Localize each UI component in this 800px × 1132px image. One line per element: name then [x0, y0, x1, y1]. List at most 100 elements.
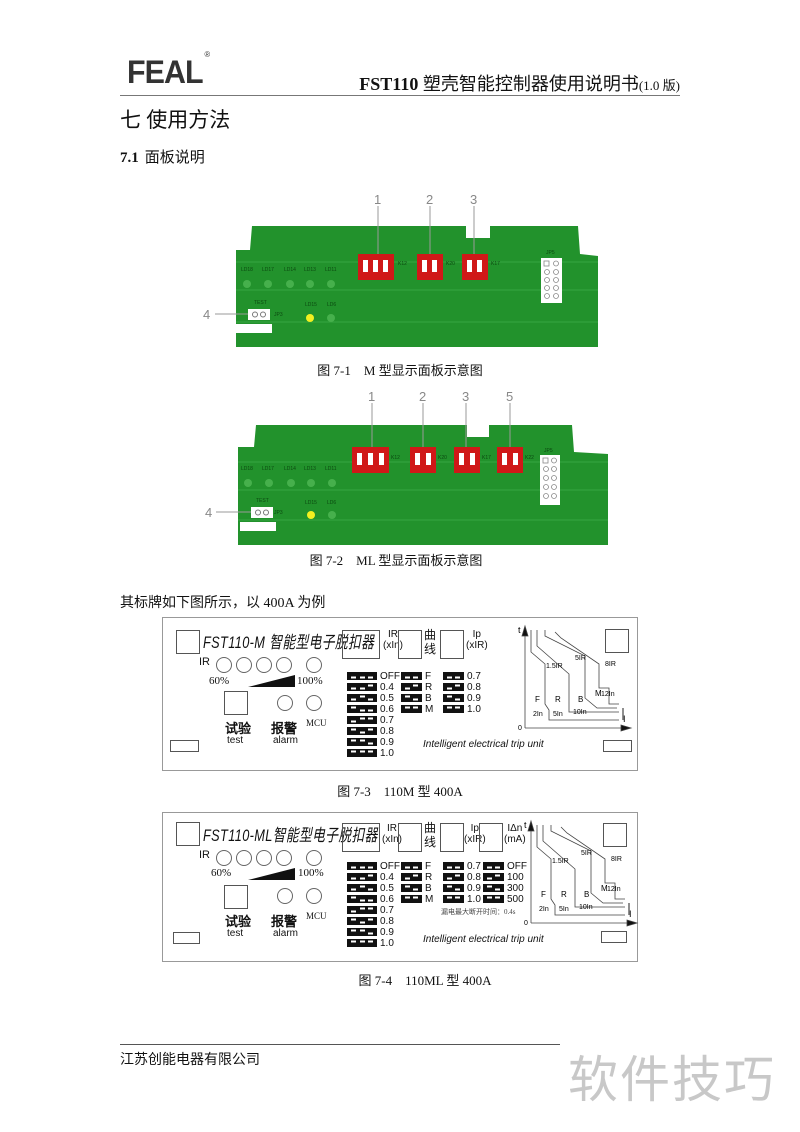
- svg-text:LD13: LD13: [304, 267, 316, 273]
- ramp-indicator: [248, 675, 295, 687]
- alarm-led: [277, 695, 293, 711]
- switch-value-label: F: [425, 670, 432, 682]
- dip-switch-icon: [347, 884, 377, 892]
- led: [286, 280, 294, 288]
- svg-text:LD11: LD11: [325, 267, 337, 273]
- switch-value-label: B: [425, 692, 432, 704]
- switch-value-label: 1.0: [380, 937, 394, 949]
- switch-value-label: 1.0: [380, 747, 394, 759]
- dip-switch-icon: [347, 694, 377, 702]
- led-lit: [306, 314, 314, 322]
- curve-label-m: M: [601, 884, 608, 893]
- nameplate-110m: FST110-M 智能型电子脱扣器 IR 60% 100% 试验 test 报警…: [162, 617, 638, 771]
- svg-text:LD17: LD17: [262, 267, 274, 273]
- test-jumper: [248, 309, 270, 320]
- curve-label-n1: 2In: [533, 711, 543, 718]
- curve-label-n3: 10In: [579, 904, 593, 911]
- dip-switch-icon: [443, 873, 464, 881]
- curve-label-l2: 5IR: [575, 655, 586, 662]
- switch-value-label: 0.9: [380, 926, 394, 938]
- curve-label-f: F: [535, 695, 540, 704]
- switch-value-label: OFF: [380, 860, 400, 872]
- mcu-led: [306, 695, 322, 711]
- switch-value-label: M: [425, 893, 434, 905]
- test-button[interactable]: [224, 885, 248, 909]
- curve-label-n1: 2In: [539, 906, 549, 913]
- svg-text:K12: K12: [398, 261, 407, 267]
- curve-label-n4: 12In: [601, 691, 615, 698]
- test-button[interactable]: [224, 691, 248, 715]
- callout-4: 4: [205, 505, 212, 520]
- switch-setting-row: 0.8: [347, 916, 394, 927]
- switch-setting-row: M: [401, 893, 434, 905]
- switch-value-label: 0.4: [380, 871, 394, 883]
- led: [264, 280, 272, 288]
- switch-value-label: 0.7: [380, 904, 394, 916]
- dip-switch-3: [454, 447, 480, 473]
- curve-label-l1: 1.5IR: [552, 858, 569, 865]
- curve-label-zero: 0: [524, 920, 528, 927]
- switch-value-label: 300: [507, 882, 524, 894]
- curve-label-t: t: [518, 625, 521, 635]
- dip-switch-icon: [401, 694, 422, 702]
- switch-setting-row: 0.4: [347, 682, 394, 693]
- nameplate-110ml: FST110-ML智能型电子脱扣器 IR 60% 100% 试验 test 报警…: [162, 812, 639, 962]
- switch-value-label: R: [425, 871, 433, 883]
- switch-setting-row: OFF: [483, 861, 527, 872]
- svg-text:LD18: LD18: [241, 466, 253, 472]
- switch-value-label: 0.9: [467, 692, 481, 704]
- dip-switch-icon: [347, 917, 377, 925]
- svg-text:LD15: LD15: [305, 500, 317, 506]
- curve-label-t: t: [524, 820, 527, 830]
- svg-text:JP3: JP3: [274, 312, 283, 318]
- switch-value-label: R: [425, 681, 433, 693]
- switch-value-label: M: [425, 703, 434, 715]
- dip-switch-icon: [401, 862, 422, 870]
- connector-jp5: [540, 455, 560, 505]
- switch-setting-row: 1.0: [443, 894, 481, 905]
- svg-text:LD14: LD14: [284, 267, 296, 273]
- svg-text:K17: K17: [491, 261, 500, 267]
- callout-3: 3: [470, 192, 477, 207]
- switch-setting-row: 1.0: [347, 937, 394, 949]
- switch-setting-row: 0.7: [443, 861, 481, 872]
- switch-setting-row: R: [401, 681, 433, 693]
- dip-switch-icon: [347, 928, 377, 936]
- switch-setting-row: 0.8: [347, 726, 394, 737]
- dip-switch-icon: [347, 716, 377, 724]
- svg-text:LD18: LD18: [241, 267, 253, 273]
- dip-switch-icon: [347, 672, 377, 680]
- dip-switch-1: [352, 447, 389, 473]
- curve-label-l2: 5IR: [581, 850, 592, 857]
- dip-switch-icon: [401, 683, 422, 691]
- dip-switch-icon: [401, 705, 422, 713]
- nameplate-title: FST110-M 智能型电子脱扣器: [203, 633, 375, 652]
- svg-text:JP5: JP5: [544, 448, 553, 454]
- curve-label-r: R: [561, 890, 567, 899]
- dip-switch-icon: [347, 873, 377, 881]
- dip-switch-icon: [443, 683, 464, 691]
- switch-setting-row: B: [401, 692, 432, 704]
- dip-switch-icon: [443, 884, 464, 892]
- dip-switch-icon: [347, 895, 377, 903]
- dip-switch-icon: [443, 705, 464, 713]
- curve-label-l1: 1.5IR: [546, 663, 563, 670]
- callout-2: 2: [419, 389, 426, 404]
- svg-text:LD11: LD11: [325, 466, 337, 472]
- svg-text:LD15: LD15: [305, 302, 317, 308]
- dip-switch-icon: [483, 884, 504, 892]
- footer-divider: [120, 1044, 560, 1045]
- switch-setting-row: OFF: [347, 860, 400, 872]
- dip-switch-icon: [347, 738, 377, 746]
- switch-value-label: 0.7: [467, 670, 481, 682]
- switch-setting-row: 1.0: [347, 747, 394, 759]
- alarm-led: [277, 888, 293, 904]
- curve-label-b: B: [584, 890, 589, 899]
- switch-setting-row: 500: [483, 894, 524, 905]
- curve-label-n4: 12In: [607, 886, 621, 893]
- switch-value-label: 0.6: [380, 703, 394, 715]
- figure-7-2-caption: 图 7-2 ML 型显示面板示意图: [309, 553, 483, 568]
- svg-text:K17: K17: [482, 455, 491, 461]
- svg-text:TEST: TEST: [256, 498, 269, 504]
